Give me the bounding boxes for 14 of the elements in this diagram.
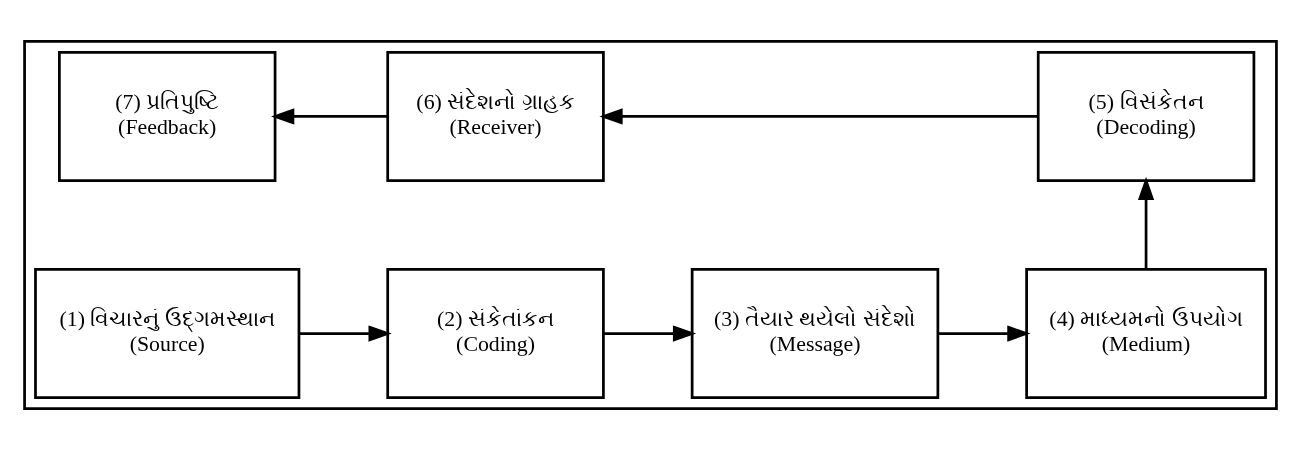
- arrow: [938, 324, 1031, 342]
- node-box: (5) વિસંકેતન (Decoding): [1036, 50, 1256, 182]
- arrow: [603, 324, 697, 342]
- node-box: (6) સંદેશનો ગ્રાહક (Receiver): [386, 50, 605, 182]
- node-box: (4) માધ્યમનો ઉપયોગ (Medium): [1025, 267, 1267, 399]
- arrow: [1137, 176, 1155, 269]
- arrow: [299, 324, 392, 342]
- node-box: (2) સંકેતાંકન (Coding): [386, 267, 605, 399]
- node-box: (7) પ્રતિપુષ્ટિ (Feedback): [58, 50, 277, 182]
- node-box: (1) વિચારનું ઉદ્ગમસ્થાન (Source): [34, 267, 301, 399]
- arrow: [271, 107, 388, 125]
- node-box: (3) તૈયાર થયેલો સંદેશો (Message): [690, 267, 940, 399]
- arrow: [599, 107, 1038, 125]
- cluster: [23, 39, 1278, 410]
